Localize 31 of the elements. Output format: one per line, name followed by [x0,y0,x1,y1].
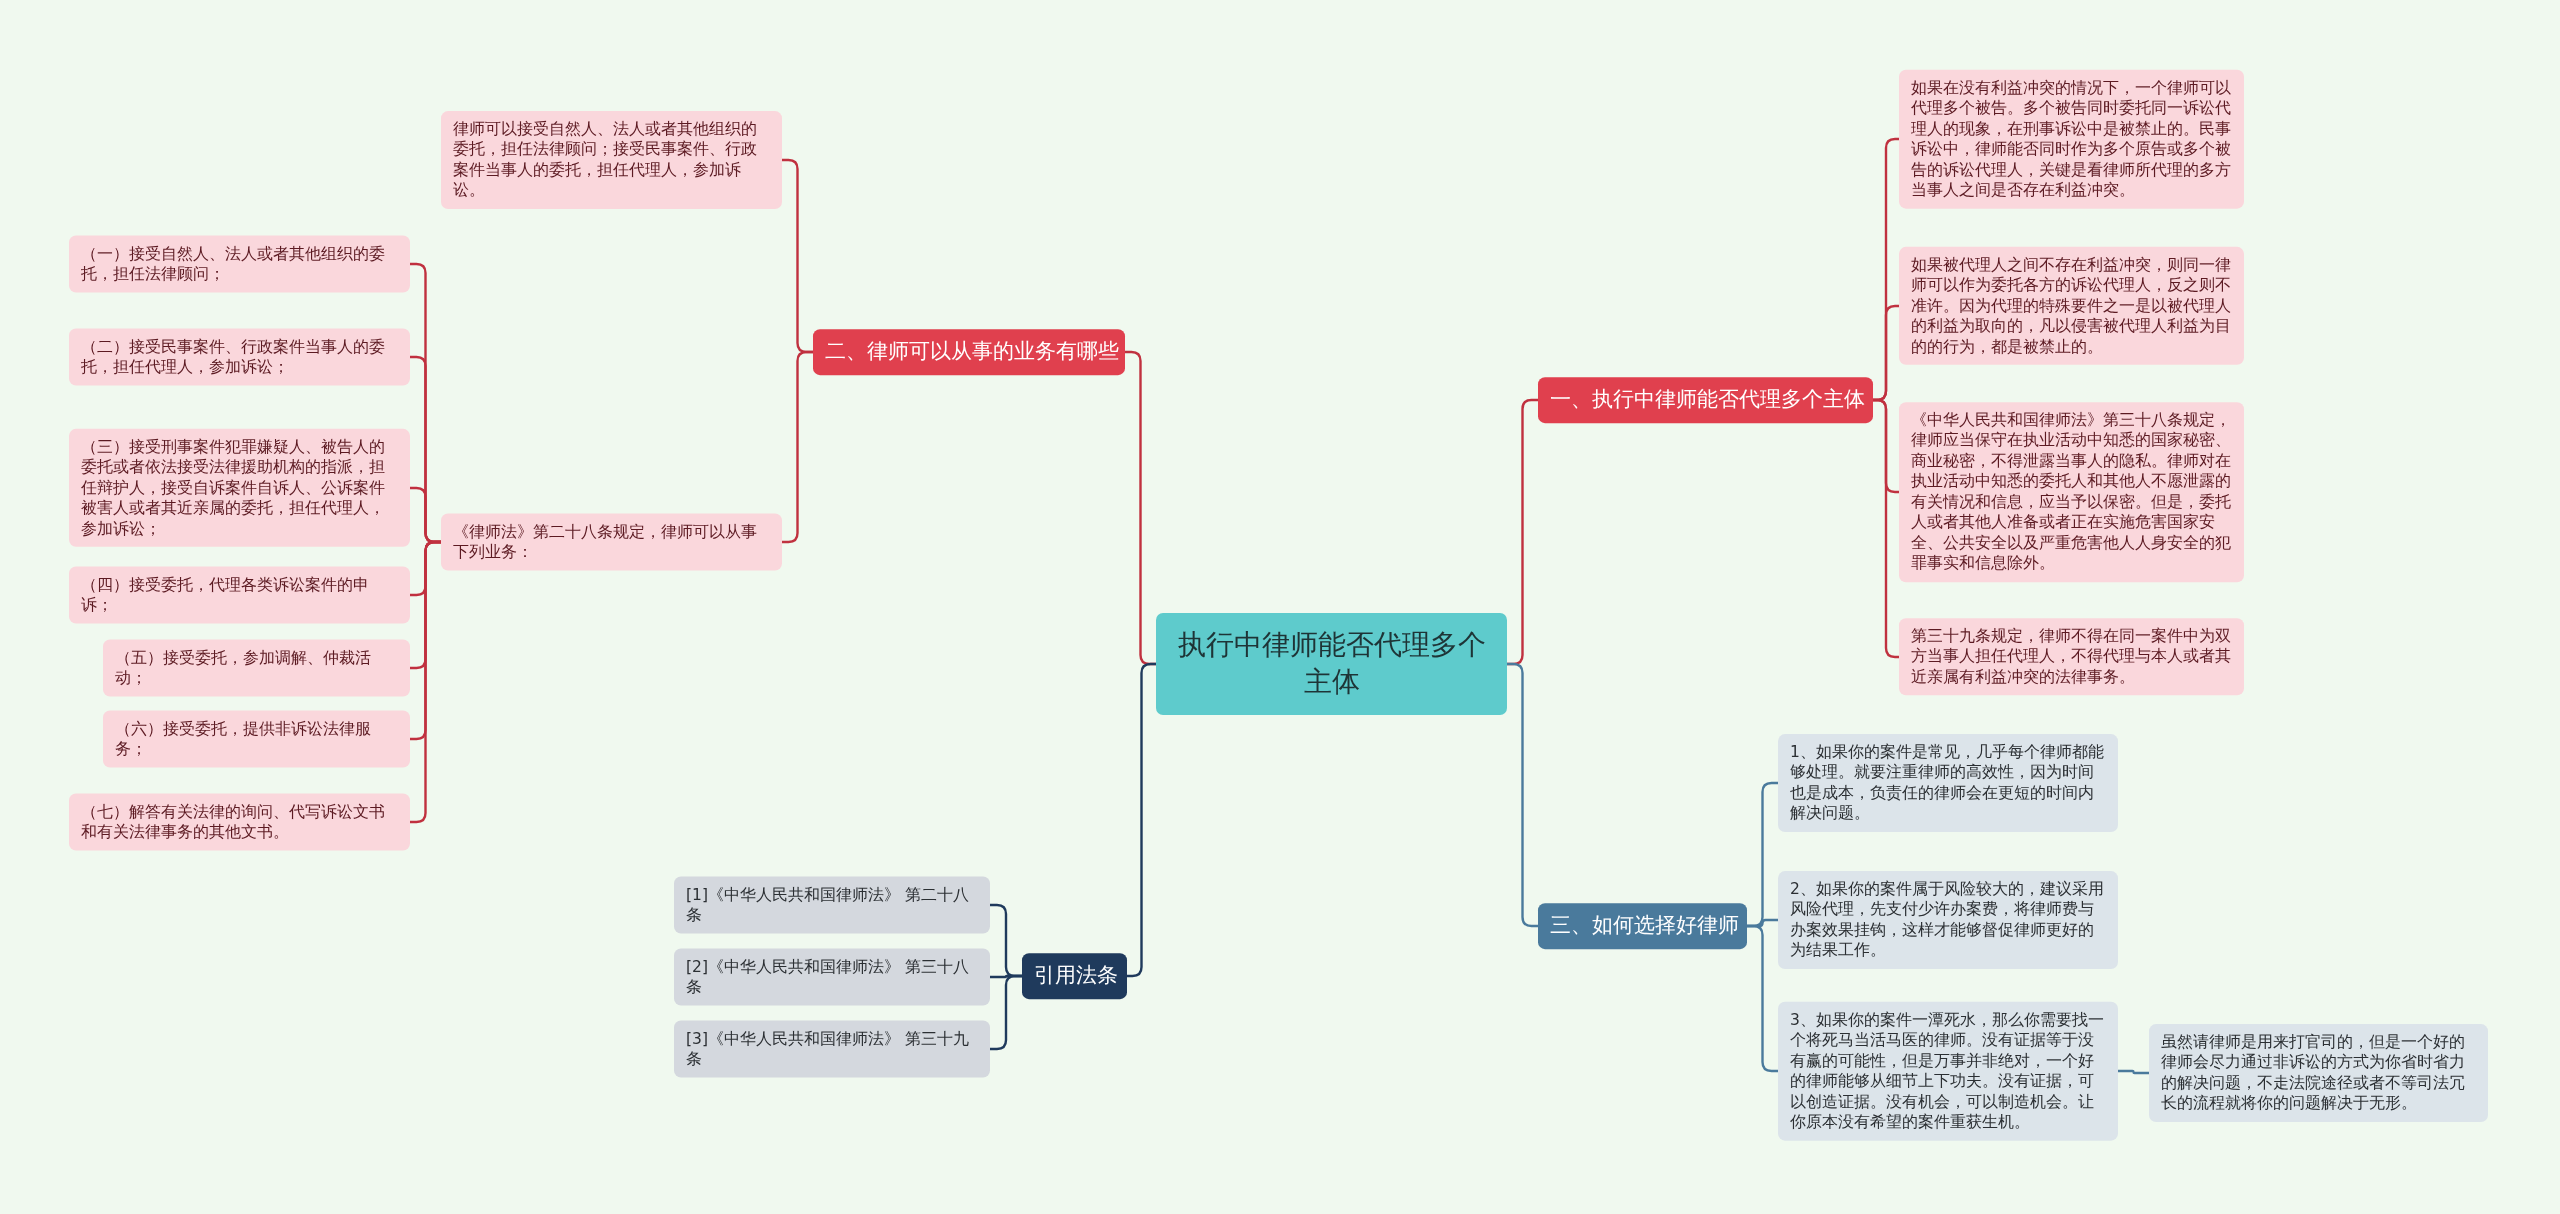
note-card: 《中华人民共和国律师法》第三十八条规定，律师应当保守在执业活动中知悉的国家秘密、商业秘密，不得泄露当事人的隐私。律师对在执业活动中知悉的委托人和其他人不愿泄露的有关情况和信息，应当予以保密。但是，委托人或者其他人准备或者正在实施危害国家安全、公共安全以及严重危害他人人身安全的犯罪事实和信息除外。 [1899,402,2244,582]
branch-topic: 三、如何选择好律师 [1538,903,1747,949]
note-card: [2]《中华人民共和国律师法》 第三十八条 [674,948,990,1006]
note-card: 2、如果你的案件属于风险较大的，建议采用风险代理，先支付少许办案费，将律师费与办案效果挂钩，这样才能够督促律师更好的为结果工作。 [1778,871,2118,969]
note-card: 1、如果你的案件是常见，几乎每个律师都能够处理。就要注重律师的高效性，因为时间也是成本，负责任的律师会在更短的时间内解决问题。 [1778,734,2118,832]
note-card: 律师可以接受自然人、法人或者其他组织的委托，担任法律顾问；接受民事案件、行政案件当事人的委托，担任代理人，参加诉讼。 [441,111,782,209]
note-card: 3、如果你的案件一潭死水，那么你需要找一个将死马当活马医的律师。没有证据等于没有赢的可能性，但是万事并非绝对，一个好的律师能够从细节上下功夫。没有证据，可以创造证据。没有机会，可以制造机会。让你原本没有希望的案件重获生机。 [1778,1001,2118,1141]
note-card: [3]《中华人民共和国律师法》 第三十九条 [674,1020,990,1078]
connector-line [2118,1069,2149,1075]
note-card: （一）接受自然人、法人或者其他组织的委托，担任法律顾问； [69,235,410,293]
note-card: 如果在没有利益冲突的情况下，一个律师可以代理多个被告。多个被告同时委托同一诉讼代理人的现象，在刑事诉讼中是被禁止的。民事诉讼中，律师能否同时作为多个原告或多个被告的诉讼代理人，关键是看律师所代理的多方当事人之间是否存在利益冲突。 [1899,69,2244,209]
root-topic: 执行中律师能否代理多个主体 [1156,613,1507,715]
note-card: （三）接受刑事案件犯罪嫌疑人、被告人的委托或者依法接受法律援助机构的指派，担任辩护人，接受自诉案件自诉人、公诉案件被害人或者其近亲属的委托，担任代理人，参加诉讼； [69,428,410,548]
connector-line [782,350,813,544]
note-card: 如果被代理人之间不存在利益冲突，则同一律师可以作为委托各方的诉讼代理人，反之则不准许。因为代理的特殊要件之一是以被代理人的利益为取向的，凡以侵害被代理人利益为目的的行为，都是被禁止的。 [1899,246,2244,366]
note-card: （二）接受民事案件、行政案件当事人的委托，担任代理人，参加诉讼； [69,328,410,386]
note-card: 虽然请律师是用来打官司的，但是一个好的律师会尽力通过非诉讼的方式为你省时省力的解决问题，不走法院途径或者不等司法冗长的流程就将你的问题解决于无形。 [2149,1024,2488,1122]
note-card: （六）接受委托，提供非诉讼法律服务； [103,710,410,768]
note-card: [1]《中华人民共和国律师法》 第二十八条 [674,876,990,934]
branch-topic: 引用法条 [1022,953,1127,999]
note-card: 《律师法》第二十八条规定，律师可以从事下列业务： [441,513,782,571]
branch-topic: 二、律师可以从事的业务有哪些 [813,329,1125,375]
connector-line [1747,924,1778,1073]
connector-line [1507,662,1538,928]
connector-line [1873,398,1899,659]
note-card: （五）接受委托，参加调解、仲裁活动； [103,639,410,697]
note-card: 第三十九条规定，律师不得在同一案件中为双方当事人担任代理人，不得代理与本人或者其近亲属有利益冲突的法律事务。 [1899,618,2244,696]
note-card: （四）接受委托，代理各类诉讼案件的申诉； [69,566,410,624]
note-card: （七）解答有关法律的询问、代写诉讼文书和有关法律事务的其他文书。 [69,793,410,851]
connector-line [410,540,441,824]
branch-topic: 一、执行中律师能否代理多个主体 [1538,377,1873,423]
